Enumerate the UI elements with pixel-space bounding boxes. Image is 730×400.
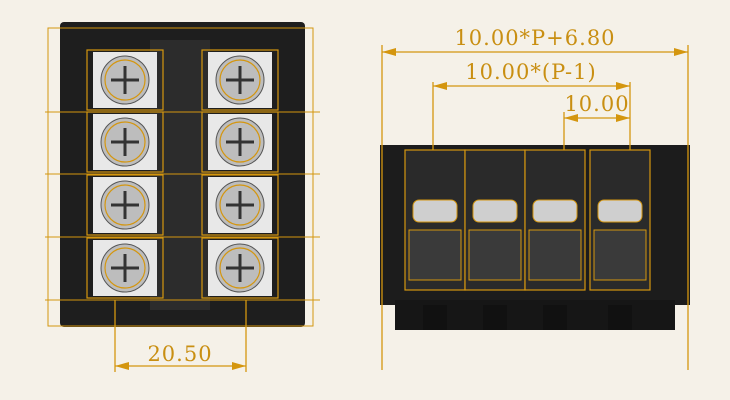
outline-circle bbox=[104, 184, 146, 226]
dim-depth-label: 20.50 bbox=[147, 342, 212, 366]
dim-pitch-label: 10.00 bbox=[564, 92, 629, 116]
outline-box bbox=[47, 27, 314, 327]
screw-side bbox=[597, 199, 643, 223]
mounting-foot bbox=[423, 305, 447, 330]
outline-box bbox=[201, 237, 279, 299]
screw-slot-icon bbox=[111, 66, 139, 94]
outline-circle bbox=[219, 121, 261, 163]
outline-box bbox=[86, 111, 164, 173]
outline-circle bbox=[104, 59, 146, 101]
outline-box bbox=[201, 49, 279, 111]
mounting-foot bbox=[608, 305, 632, 330]
front-view bbox=[380, 145, 690, 330]
mounting-foot bbox=[543, 305, 567, 330]
wire-clamp bbox=[468, 229, 522, 281]
outline-box bbox=[86, 49, 164, 111]
arrowhead bbox=[674, 48, 688, 56]
arrowhead bbox=[232, 362, 246, 370]
arrowhead bbox=[382, 48, 396, 56]
outline-box bbox=[201, 174, 279, 236]
screw-slot-icon bbox=[226, 128, 254, 156]
wire-clamp bbox=[408, 229, 462, 281]
outline-circle bbox=[219, 59, 261, 101]
screw-slot-icon bbox=[226, 66, 254, 94]
arrowhead bbox=[564, 114, 578, 122]
arrowhead bbox=[433, 82, 447, 90]
outline-circle bbox=[219, 247, 261, 289]
dimension-lines bbox=[114, 45, 689, 372]
wire-clamp bbox=[593, 229, 647, 281]
dim-span-label: 10.00*(P-1) bbox=[465, 60, 596, 84]
outline-circle bbox=[104, 247, 146, 289]
wire-clamp bbox=[528, 229, 582, 281]
screw-side bbox=[472, 199, 518, 223]
screw-side bbox=[412, 199, 458, 223]
screw-slot-icon bbox=[111, 254, 139, 282]
arrowhead bbox=[616, 82, 630, 90]
outline-box bbox=[86, 174, 164, 236]
screw-side bbox=[532, 199, 578, 223]
screw-slot-icon bbox=[226, 254, 254, 282]
outline-circle bbox=[104, 121, 146, 163]
screw-slot-icon bbox=[111, 191, 139, 219]
arrowhead bbox=[115, 362, 129, 370]
outline-circle bbox=[219, 184, 261, 226]
screw-slot-icon bbox=[226, 191, 254, 219]
outline-box bbox=[201, 111, 279, 173]
arrowheads bbox=[115, 48, 688, 370]
top-view bbox=[45, 22, 320, 327]
mounting-foot bbox=[483, 305, 507, 330]
screw-slot-icon bbox=[111, 128, 139, 156]
arrowhead bbox=[616, 114, 630, 122]
outline-box bbox=[86, 237, 164, 299]
dim-total-label: 10.00*P+6.80 bbox=[454, 26, 615, 50]
